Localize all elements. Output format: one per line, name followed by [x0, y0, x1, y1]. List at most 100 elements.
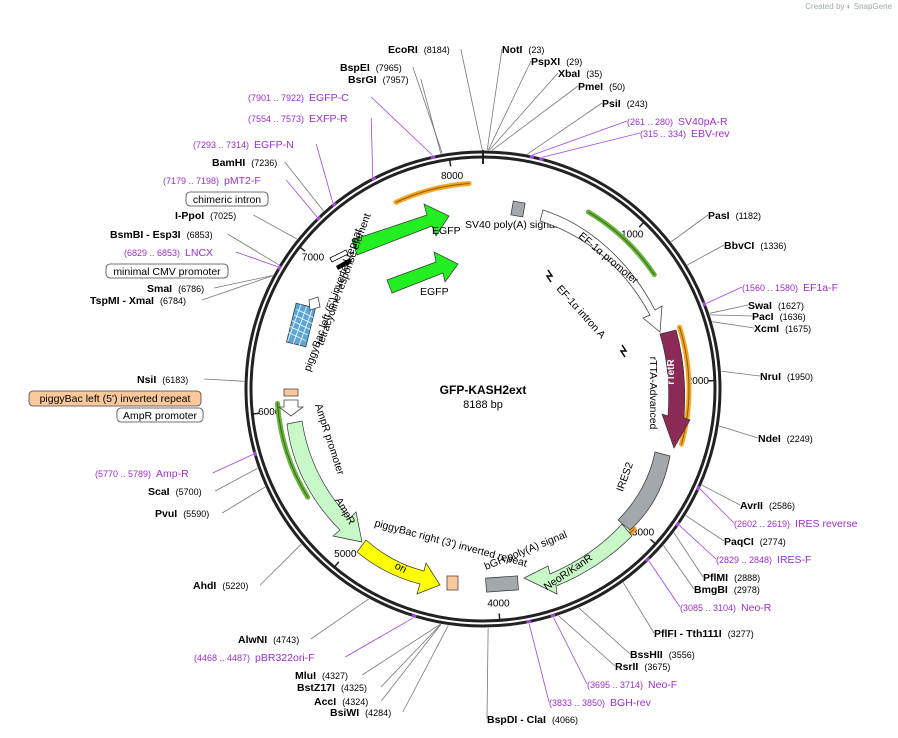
- chimeric-intron-block[interactable]: [336, 258, 352, 270]
- site-swai[interactable]: SwaI(1627): [748, 300, 804, 312]
- leader-line: [486, 48, 503, 151]
- site-bmgbi[interactable]: BmgBI(2978): [694, 584, 760, 596]
- primer-ires-reverse[interactable]: (2602 .. 2619)IRES reverse: [734, 518, 858, 530]
- piggybac-left-box[interactable]: piggyBac left (5') inverted repeat: [28, 390, 202, 407]
- site-bspei[interactable]: BspEI(7965): [340, 62, 402, 74]
- site-bamhi[interactable]: BamHI(7236): [212, 157, 277, 169]
- site-avrii[interactable]: AvrII(2586): [740, 500, 795, 512]
- site-pflfi-tth111i[interactable]: PflFI - Tth111I(3277): [654, 628, 754, 640]
- neor-arrow[interactable]: [523, 523, 633, 595]
- site-pspxi[interactable]: PspXI(29): [531, 56, 582, 68]
- ruler-tick: [299, 246, 306, 252]
- primer-egfp-n[interactable]: (7293 .. 7314)EGFP-N: [193, 139, 294, 151]
- site-rsrii[interactable]: RsrII(3675): [615, 661, 670, 673]
- leader-line: [527, 102, 603, 155]
- ruler-tick: [252, 412, 260, 415]
- site-bsshii[interactable]: BssHII(3556): [630, 649, 695, 661]
- leader-line: [709, 304, 749, 314]
- egfp-arrow-2[interactable]: [386, 251, 459, 294]
- site-bsiwi[interactable]: BsiWI(4284): [330, 707, 391, 719]
- leader-line: [673, 532, 704, 578]
- orange-arc-rtetr-line: [679, 326, 690, 445]
- leader-line: [361, 623, 441, 676]
- minimal-cmv-box[interactable]: minimal CMV promoter: [105, 263, 229, 279]
- primer-ef1a-f[interactable]: (1560 .. 1580)EF1a-F: [742, 282, 838, 294]
- site-bsrgi[interactable]: BsrGI(7957): [348, 74, 409, 86]
- leader-line: [370, 96, 433, 156]
- site-smai[interactable]: SmaI(6786): [147, 283, 204, 295]
- site-xcmi[interactable]: XcmI(1675): [754, 323, 811, 335]
- site-ndei[interactable]: NdeI(2249): [758, 433, 813, 445]
- site-acci[interactable]: AccI(4324): [314, 696, 368, 708]
- site-bspdi-clai[interactable]: BspDI - ClaI(4066): [487, 714, 578, 726]
- site-pmei[interactable]: PmeI(50): [578, 81, 625, 93]
- site-noti[interactable]: NotI(23): [502, 44, 544, 56]
- primer-neo-f[interactable]: (3695 .. 3714)Neo-F: [587, 679, 677, 691]
- ruler-tick: [448, 159, 452, 167]
- ampr-promoter-box[interactable]: AmpR promoter: [116, 407, 204, 423]
- ampr-promoter-arrow[interactable]: [277, 399, 305, 417]
- site-tspmi-xmai[interactable]: TspMI - XmaI(6784): [90, 295, 186, 307]
- primer-sv40pa-r[interactable]: (261 .. 280)SV40pA-R: [627, 116, 728, 128]
- leader-line: [712, 321, 755, 329]
- site-ahdi[interactable]: AhdI(5220): [193, 580, 248, 592]
- site-nsii[interactable]: NsiI(6183): [137, 374, 188, 386]
- ampr-arrow[interactable]: [286, 420, 363, 543]
- site-ecori[interactable]: EcoRI(8184): [388, 44, 450, 56]
- ires2-block[interactable]: [617, 451, 671, 531]
- primer-mark: [644, 556, 651, 563]
- ires2-label: IRES2: [614, 461, 636, 494]
- leader-line: [648, 560, 681, 608]
- primer-pbr322ori-f[interactable]: (4468 .. 4487)pBR322ori-F: [194, 652, 315, 664]
- site-i-ppoi[interactable]: I-PpoI(7025): [175, 210, 236, 222]
- egfp-arrow-1[interactable]: [351, 203, 450, 256]
- ef1a-intron-mark-1: [545, 269, 554, 283]
- primer-bgh-rev[interactable]: (3833 .. 3850)BGH-rev: [549, 697, 652, 709]
- primer-amp-r[interactable]: (5770 .. 5789)Amp-R: [95, 468, 189, 480]
- orange-arc-egfp: [393, 180, 472, 205]
- piggybac-right-block[interactable]: [446, 575, 459, 591]
- bgh-block[interactable]: [485, 575, 519, 593]
- site-paci[interactable]: PacI(1636): [752, 311, 806, 323]
- minimal-cmv-outline-arrow[interactable]: [308, 296, 321, 311]
- leader-line: [487, 60, 532, 151]
- primer-neo-r[interactable]: (3085 .. 3104)Neo-R: [680, 602, 772, 614]
- site-bbvci[interactable]: BbvCI(1336): [724, 240, 786, 252]
- piggybac-left-block[interactable]: [283, 388, 299, 397]
- primer-pmt2-f[interactable]: (7179 .. 7198)pMT2-F: [163, 175, 261, 187]
- site-nrui[interactable]: NruI(1950): [760, 371, 813, 383]
- green-arc-ampr-line: [277, 402, 309, 498]
- leader-line: [721, 370, 761, 377]
- site-mlui[interactable]: MluI(4327): [295, 670, 348, 682]
- chimeric-intron-bar: [329, 249, 349, 263]
- primer-mark: [702, 301, 707, 307]
- piggybac-left-text: piggyBac left (5') inverted repeat: [40, 393, 191, 405]
- site-pvui[interactable]: PvuI(5590): [155, 508, 209, 520]
- primer-exfp-r[interactable]: (7554 .. 7573)EXFP-R: [248, 113, 348, 125]
- site-alwni[interactable]: AlwNI(4743): [238, 634, 299, 646]
- site-bsmbi-esp3i[interactable]: BsmBI - Esp3I(6853): [110, 229, 213, 241]
- primer-mark: [253, 451, 258, 457]
- sv40-block[interactable]: [510, 200, 526, 218]
- primer-ebv-rev[interactable]: (315 .. 334)EBV-rev: [640, 128, 730, 140]
- site-paqci[interactable]: PaqCI(2774): [724, 536, 786, 548]
- ef1a-promoter-arrow[interactable]: [539, 209, 663, 333]
- ruler-tick-label: 6000: [258, 407, 281, 418]
- primer-ires-f[interactable]: (2829 .. 2848)IRES-F: [716, 554, 811, 566]
- site-psii[interactable]: PsiI(243): [602, 98, 648, 110]
- primer-lncx[interactable]: (6829 .. 6853)LNCX: [124, 247, 213, 259]
- tre-block[interactable]: [284, 302, 317, 349]
- leader-line: [420, 78, 442, 154]
- leader-line: [235, 251, 278, 268]
- primer-egfp-c[interactable]: (7901 .. 7922)EGFP-C: [248, 92, 349, 104]
- created-by-snapgene: Created by ◐ SnapGene: [805, 2, 892, 11]
- chimeric-intron-box[interactable]: chimeric intron: [185, 191, 269, 207]
- site-bstz17i[interactable]: BstZ17I(4325): [297, 682, 367, 694]
- site-xbai[interactable]: XbaI(35): [558, 68, 602, 80]
- rtetr-arrow[interactable]: [659, 329, 691, 449]
- site-scai[interactable]: ScaI(5700): [148, 486, 202, 498]
- site-pflmi[interactable]: PflMI(2888): [703, 572, 760, 584]
- site-pasi[interactable]: PasI(1182): [708, 210, 761, 222]
- ori-arrow[interactable]: [356, 539, 441, 595]
